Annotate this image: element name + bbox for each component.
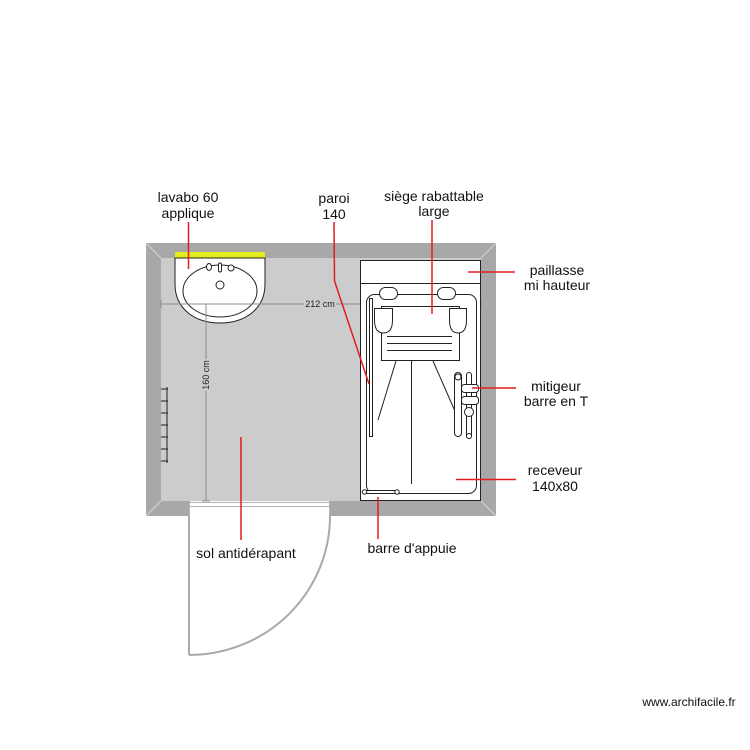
grab-bar-icon — [361, 489, 400, 495]
label-panel-line1: paroi — [318, 190, 349, 206]
door-swing-icon — [188, 501, 331, 656]
dimension-depth-label-bg — [201, 359, 211, 391]
wall-corner-bottom-left — [145, 500, 162, 517]
mixer-tap-icon — [454, 372, 479, 439]
label-panel-line2: 140 — [322, 206, 346, 222]
mixer-riser — [466, 372, 472, 439]
seat-board — [381, 306, 460, 361]
dimension-width-label-bg — [304, 299, 336, 309]
label-seat-line2: large — [418, 203, 449, 219]
dimension-depth: 160 cm — [201, 304, 211, 502]
mixer-base — [466, 433, 472, 439]
door-opening — [189, 501, 330, 516]
sink-drain — [215, 280, 225, 290]
label-grab-bar: barre d'appuie — [367, 540, 456, 556]
label-floor: sol antidérapant — [196, 545, 296, 561]
label-mixer-line1: mitigeur — [531, 378, 581, 394]
sink-splashback — [175, 252, 265, 258]
seat-hinge-left — [374, 308, 393, 334]
door-arc — [188, 515, 331, 656]
dimension-depth-label: 160 cm — [201, 360, 211, 390]
label-tray-line1: receveur — [528, 462, 583, 478]
grab-bar-mount-left — [361, 489, 368, 495]
seat-bracket-left — [379, 287, 398, 300]
dimension-width-label: 212 cm — [305, 299, 335, 309]
mixer-knob — [464, 407, 474, 417]
folding-seat-icon — [374, 287, 467, 361]
seat-bracket-right — [437, 287, 456, 300]
label-counter-line2: mi hauteur — [524, 277, 590, 293]
wall-corner-top-right — [480, 242, 497, 259]
label-sink-line2: applique — [162, 205, 215, 221]
watermark: www.archifacile.fr — [641, 695, 735, 709]
label-counter-line1: paillasse — [530, 262, 585, 278]
sink-tap-right — [227, 264, 235, 272]
shower-area — [360, 260, 481, 501]
seat-hinge-right — [449, 308, 467, 334]
wall-corner-bottom-right — [480, 500, 497, 517]
leader-lines — [187, 220, 516, 540]
sink-tap-left — [206, 263, 212, 271]
annotation-labels: lavabo 60 applique paroi 140 siège rabat… — [158, 188, 591, 561]
grab-bar — [363, 490, 398, 494]
glass-panel — [369, 298, 373, 437]
counter-ledge — [360, 260, 481, 284]
label-sink-line1: lavabo 60 — [158, 189, 219, 205]
mixer-slide-bar — [454, 372, 462, 437]
grab-bar-mount-right — [394, 489, 400, 495]
label-seat-line1: siège rabattable — [384, 188, 484, 204]
towel-radiator-icon — [161, 387, 168, 463]
label-tray-line2: 140x80 — [532, 478, 578, 494]
sink-spout — [218, 262, 222, 273]
mixer-head — [454, 373, 462, 381]
sink-basin — [182, 264, 258, 318]
leader-panel — [333, 221, 370, 385]
tray-slope-left — [377, 360, 397, 421]
tray-slope-right — [432, 360, 459, 419]
mixer-arm-bottom — [461, 396, 479, 405]
label-mixer-line2: barre en T — [524, 393, 589, 409]
wall-corner-top-left — [145, 242, 162, 259]
